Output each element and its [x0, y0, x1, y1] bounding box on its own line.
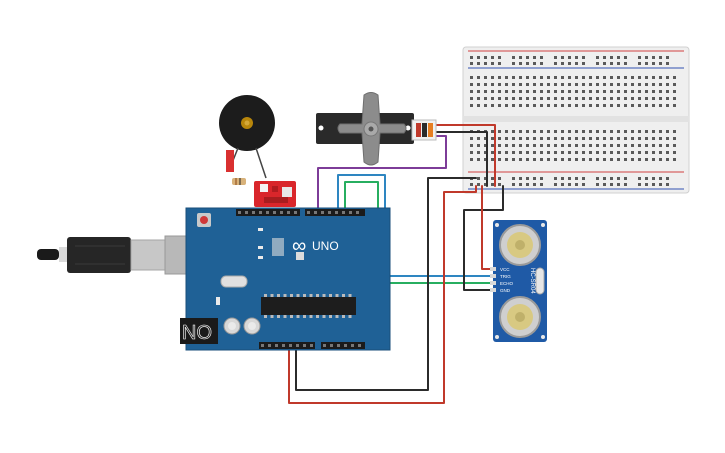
sensor-pin-trig[interactable]: [490, 274, 496, 278]
power-header: [259, 342, 315, 349]
wires: [288, 124, 504, 404]
wire-sensor-vcc[interactable]: [481, 185, 491, 270]
wire-arduino-5v[interactable]: [288, 185, 477, 404]
wire-servo-red[interactable]: [436, 124, 496, 187]
red-module[interactable]: [254, 181, 296, 207]
buzzer[interactable]: [219, 95, 275, 185]
wire-purple-signal[interactable]: [317, 135, 447, 212]
breadboard-grid: [470, 76, 676, 161]
ultrasonic-sensor[interactable]: HC-SR04 VCC TRIG ECHO GND: [490, 220, 547, 342]
breadboard-bottom-rail: [470, 177, 669, 186]
sensor-pin-label: ECHO: [500, 281, 514, 286]
analog-header: [321, 342, 365, 349]
resistor[interactable]: [232, 178, 246, 185]
ultrasonic-transducer-icon: [499, 224, 541, 266]
svg-text:NO: NO: [182, 322, 212, 344]
wire-blue-trig[interactable]: [337, 174, 491, 277]
sensor-pin-label: GND: [500, 288, 511, 293]
arduino-uno[interactable]: ∞ UNO NO: [180, 207, 391, 351]
ic-chip-icon: [261, 297, 356, 315]
breadboard[interactable]: [462, 46, 690, 194]
wire-servo-black[interactable]: [436, 131, 488, 187]
ultrasonic-transducer-icon: [499, 296, 541, 338]
wire-sensor-gnd[interactable]: [463, 185, 504, 291]
sensor-model: HC-SR04: [529, 268, 535, 294]
wire-arduino-gnd[interactable]: [295, 177, 477, 391]
crystal-icon: [220, 275, 248, 288]
sensor-pin-gnd[interactable]: [490, 288, 496, 292]
sensor-pin-label: TRIG: [500, 274, 511, 279]
usb-plug-icon: [67, 237, 131, 273]
sensor-pin-vcc[interactable]: [490, 267, 496, 271]
power-jack-icon: [180, 318, 218, 344]
servo[interactable]: [316, 92, 437, 166]
sensor-pin-label: VCC: [500, 267, 510, 272]
arduino-logo: ∞: [292, 235, 306, 257]
wire-green-echo[interactable]: [344, 181, 491, 284]
sensor-pin-echo[interactable]: [490, 281, 496, 285]
board-label: UNO: [312, 239, 339, 253]
breadboard-top-rail: [470, 56, 669, 65]
